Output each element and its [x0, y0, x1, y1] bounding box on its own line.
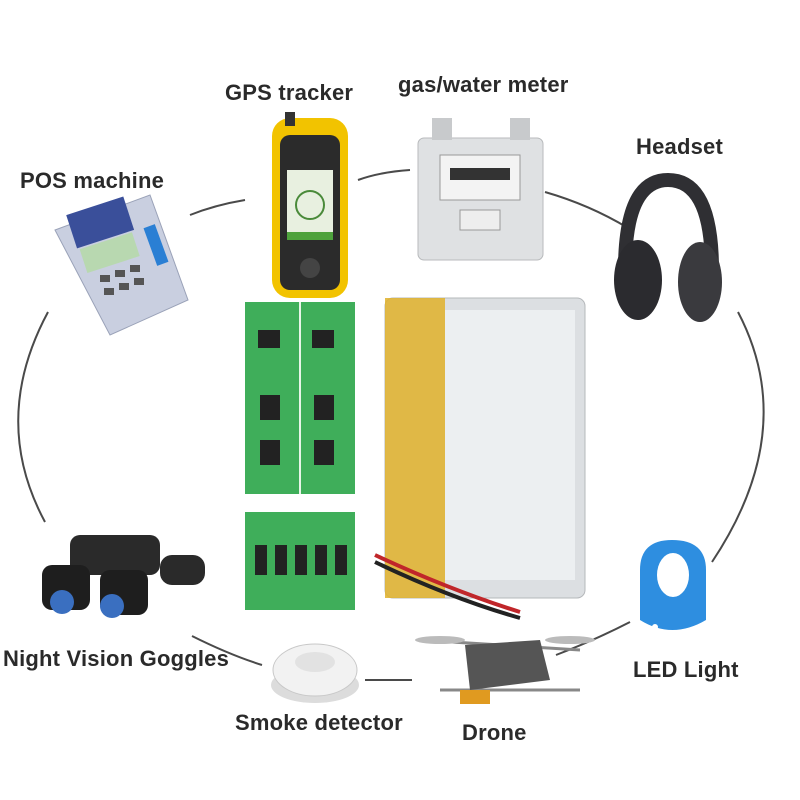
- night-vision-goggles-image: [42, 535, 205, 618]
- label-night-vision-goggles: Night Vision Goggles: [3, 646, 230, 671]
- led-light-image: [640, 540, 706, 630]
- pos-machine-image: [54, 194, 189, 336]
- arc-pos-gps: [189, 199, 246, 216]
- arc-headset-led: [711, 311, 765, 563]
- arc-pos-goggles: [17, 311, 49, 523]
- label-gas-water-meter: gas/water meter: [398, 72, 569, 97]
- smoke-detector-image: [271, 643, 359, 703]
- label-led-light: LED Light: [633, 657, 739, 682]
- headset-image: [614, 172, 722, 322]
- gps-tracker-image: [272, 112, 348, 298]
- lipo-battery-image: [374, 297, 586, 620]
- gas-meter-image: [417, 118, 544, 261]
- arc-goggles-smoke: [191, 635, 263, 666]
- label-smoke-detector: Smoke detector: [235, 710, 403, 735]
- pcb-board-image: [245, 302, 355, 610]
- label-drone: Drone: [462, 720, 527, 745]
- arc-meter-headset: [544, 191, 629, 229]
- drone-image: [415, 636, 595, 704]
- label-gps-tracker: GPS tracker: [225, 80, 354, 105]
- label-pos-machine: POS machine: [20, 168, 165, 193]
- label-headset: Headset: [636, 134, 723, 159]
- arc-gps-meter: [357, 169, 411, 181]
